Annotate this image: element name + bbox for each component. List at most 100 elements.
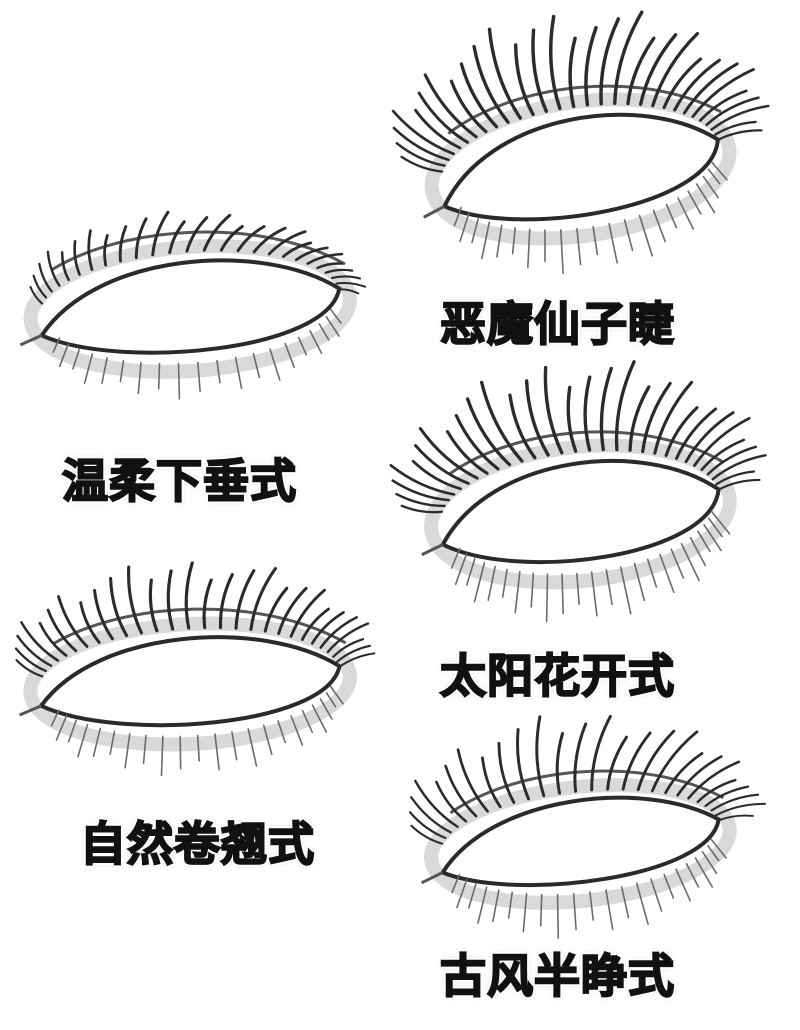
lower-lash <box>297 336 308 356</box>
lower-lash <box>670 548 685 579</box>
lower-lash <box>633 562 646 602</box>
lower-lash <box>685 862 700 888</box>
eyelid-crease <box>448 430 724 476</box>
upper-lash <box>573 722 588 793</box>
upper-lash <box>185 216 209 253</box>
upper-lash <box>263 586 289 633</box>
lower-lash <box>496 224 503 258</box>
upper-lash <box>714 120 757 136</box>
lower-lash <box>659 553 675 594</box>
upper-lash <box>400 504 444 514</box>
upper-lash <box>410 824 444 845</box>
upper-lash <box>548 14 562 111</box>
upper-lash <box>531 28 548 113</box>
upper-lash <box>706 445 757 476</box>
lower-lash <box>527 228 531 269</box>
lower-lash <box>507 891 513 919</box>
upper-lash <box>411 459 462 491</box>
upper-lash <box>310 611 345 645</box>
upper-lash <box>414 444 470 485</box>
inner-corner <box>423 204 446 219</box>
lower-lash <box>277 720 287 744</box>
upper-lash <box>641 381 672 454</box>
caption-eye5: 古风半睁式 <box>439 948 675 1004</box>
upper-lash <box>599 17 621 106</box>
upper-lash <box>423 73 478 139</box>
lower-lash <box>477 886 488 924</box>
upper-lash <box>408 811 447 840</box>
upper-lash <box>662 57 703 110</box>
upper-lash <box>676 755 723 797</box>
upper-lash <box>716 129 763 142</box>
upper-lash <box>277 586 308 636</box>
lower-lash <box>467 882 477 909</box>
lower-lash <box>592 225 599 256</box>
lower-lash <box>269 348 281 381</box>
lower-lash <box>703 523 722 552</box>
upper-lash <box>465 397 512 467</box>
upper-lash <box>332 638 365 658</box>
lower-lash <box>50 709 60 727</box>
lower-lash <box>196 734 201 762</box>
lower-lash <box>142 734 147 765</box>
inner-corner <box>19 334 43 347</box>
lower-lash <box>522 893 528 933</box>
lower-lash <box>707 168 721 185</box>
lower-lash <box>124 733 131 769</box>
upper-lash <box>219 225 244 252</box>
lower-lash <box>234 356 243 390</box>
upper-lash <box>684 411 735 464</box>
upper-lash <box>524 379 550 457</box>
upper-lash <box>202 578 213 630</box>
lower-lash <box>214 733 220 771</box>
upper-lash <box>664 406 699 458</box>
lower-lash <box>689 536 707 567</box>
upper-lash <box>391 479 450 502</box>
lower-lash <box>710 838 727 859</box>
lower-lash <box>58 343 70 368</box>
lower-lash <box>329 685 344 705</box>
lower-lash <box>590 571 598 617</box>
upper-lash <box>38 262 53 293</box>
upper-lash <box>103 234 109 267</box>
lower-lash <box>511 227 516 255</box>
lower-lash <box>453 206 462 227</box>
lower-lash <box>252 352 261 379</box>
upper-lash <box>324 268 354 274</box>
upper-lash <box>508 393 537 460</box>
upper-lash <box>497 741 516 804</box>
upper-lash <box>454 413 500 471</box>
eye-rim-shadow <box>23 239 357 379</box>
lower-lash <box>471 217 480 244</box>
upper-lash <box>696 778 737 804</box>
caption-eye2: 自然卷翘式 <box>79 816 315 872</box>
upper-lash <box>184 561 194 630</box>
lower-lash <box>707 517 723 538</box>
upper-lash <box>32 274 48 299</box>
upper-lash <box>57 595 89 648</box>
upper-lash <box>127 565 144 635</box>
caption-eye3: 恶魔仙子睫 <box>439 296 675 352</box>
upper-lash <box>29 285 44 305</box>
upper-lash <box>316 262 344 270</box>
eye-drooping-soft <box>19 210 367 400</box>
lower-lash <box>67 719 77 743</box>
upper-lash <box>300 607 330 642</box>
lower-lash <box>55 714 68 741</box>
lower-lash <box>450 547 461 569</box>
upper-lash <box>281 241 313 258</box>
lower-lash <box>157 362 161 390</box>
upper-lash <box>583 375 592 452</box>
upper-lash <box>682 62 739 115</box>
upper-lash <box>715 470 756 486</box>
upper-lash <box>711 454 767 481</box>
lower-lash <box>675 868 691 902</box>
upper-lash <box>338 288 360 295</box>
lower-lash <box>694 857 714 888</box>
upper-lash <box>166 569 175 631</box>
upper-lash <box>336 644 371 663</box>
upper-lash <box>481 756 502 809</box>
upper-lash <box>710 104 770 131</box>
lower-lash <box>589 891 594 921</box>
